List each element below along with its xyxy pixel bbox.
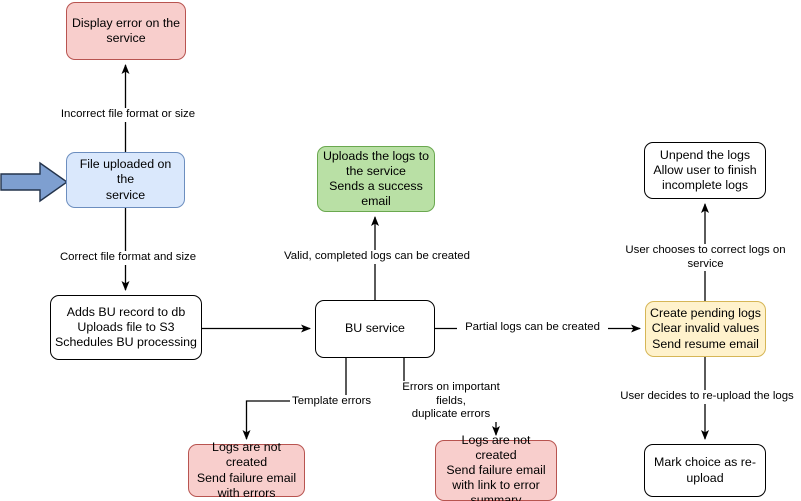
edge-label-correct-format: Correct file format and size [56, 251, 200, 265]
node-adds-bu-record[interactable]: Adds BU record to db Uploads file to S3 … [50, 295, 202, 360]
node-unpend-logs-label: Unpend the logs Allow user to finish inc… [653, 147, 757, 193]
node-logs-not-created-summary-label: Logs are not created Send failure email … [446, 432, 546, 501]
node-bu-service[interactable]: BU service [315, 300, 435, 358]
node-unpend-logs[interactable]: Unpend the logs Allow user to finish inc… [644, 142, 766, 199]
input-block-arrow-icon [0, 161, 69, 203]
node-mark-reupload-label: Mark choice as re- upload [654, 455, 756, 485]
node-uploads-logs-label: Uploads the logs to the service Sends a … [322, 148, 430, 209]
node-create-pending-logs-label: Create pending logs Clear invalid values… [650, 306, 761, 351]
node-logs-not-created-summary[interactable]: Logs are not created Send failure email … [435, 433, 557, 501]
node-file-uploaded[interactable]: File uploaded on the service [66, 152, 185, 208]
edge-label-user-reuploads: User decides to re-upload the logs [616, 390, 798, 404]
node-uploads-logs[interactable]: Uploads the logs to the service Sends a … [317, 146, 435, 212]
edge-label-partial-logs: Partial logs can be created [457, 321, 608, 335]
node-display-error-label: Display error on the service [71, 15, 181, 45]
edge-label-valid-logs: Valid, completed logs can be created [281, 250, 473, 264]
node-create-pending-logs[interactable]: Create pending logs Clear invalid values… [645, 301, 766, 357]
edge-label-user-corrects: User chooses to correct logs on service [606, 244, 801, 272]
node-logs-not-created-template[interactable]: Logs are not created Send failure email … [188, 440, 305, 500]
edge-label-important-errors: Errors on important fields, duplicate er… [390, 381, 512, 422]
node-adds-bu-record-label: Adds BU record to db Uploads file to S3 … [55, 304, 197, 350]
node-logs-not-created-template-label: Logs are not created Send failure email … [196, 440, 297, 500]
node-bu-service-label: BU service [345, 321, 405, 336]
edge-label-incorrect-format: Incorrect file format or size [56, 108, 200, 122]
node-file-uploaded-label: File uploaded on the service [79, 157, 172, 202]
node-display-error[interactable]: Display error on the service [66, 2, 186, 60]
node-mark-reupload[interactable]: Mark choice as re- upload [644, 444, 766, 497]
edge-label-template-errors: Template errors [290, 395, 379, 409]
